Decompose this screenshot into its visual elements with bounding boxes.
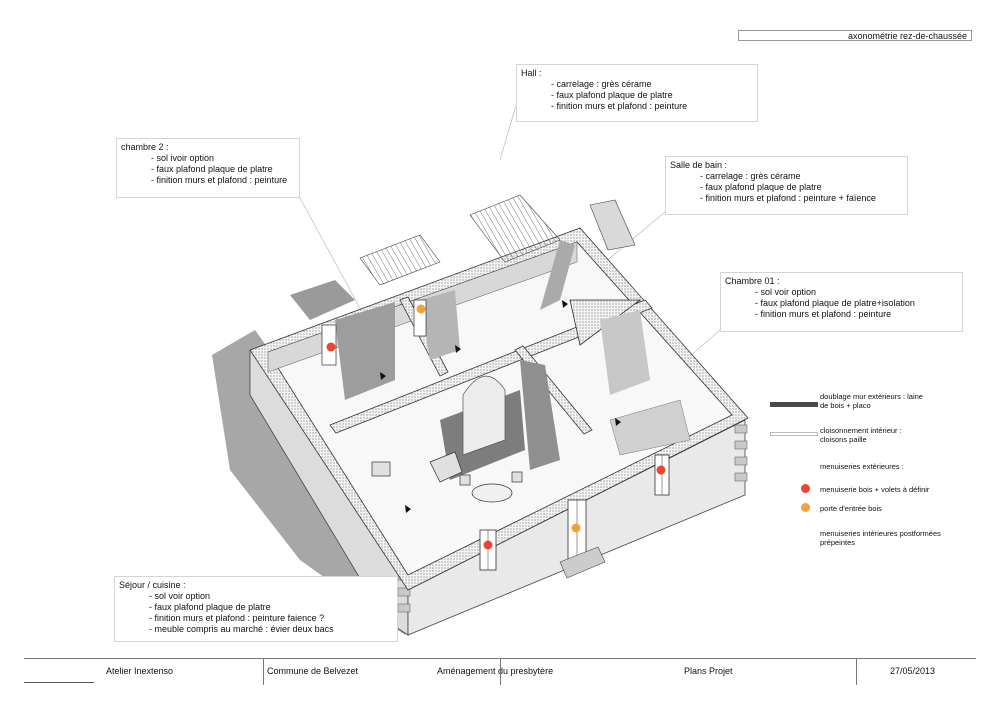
footer-divider — [263, 659, 264, 685]
legend-menuiserie-bois-label: menuiserie bois + volets à définir — [820, 485, 930, 494]
legend-cloison-swatch — [770, 432, 818, 436]
note-title: Hall : — [521, 68, 542, 78]
note-chambre2: chambre 2 : - sol ivoir option - faux pl… — [116, 138, 300, 198]
back-roof — [469, 194, 561, 263]
note-item: - faux plafond plaque de platre — [149, 602, 271, 612]
note-item: - finition murs et plafond : peinture + … — [700, 193, 876, 203]
marker-door-hall — [416, 304, 426, 314]
legend-menuiseries-int-label: menuiseries intèrieures postformées prép… — [820, 529, 941, 547]
note-item: - sol voir option — [149, 591, 211, 601]
drawing-title: axonométrie rez-de-chaussée — [738, 30, 972, 41]
note-title: Salle de bain : — [670, 160, 728, 170]
note-title: Séjour / cuisine : — [119, 580, 186, 590]
footer-atelier: Atelier Inextenso — [106, 666, 174, 676]
note-item: - finition murs et plafond : peinture — [755, 309, 892, 319]
note-item: - finition murs et plafond : peinture — [551, 101, 688, 111]
note-hall: Hall : - carrelage : grès cérame - faux … — [516, 64, 758, 122]
note-item: - finition murs et plafond : peinture — [151, 175, 288, 185]
title-block-footer: Atelier Inextenso Commune de Belvezet Am… — [24, 658, 976, 685]
note-item: - carrelage : grès cérame — [700, 171, 801, 181]
marker-window-chambre1 — [656, 465, 666, 475]
legend-doublage-label: doublage mur extèrieurs : laine de bois … — [820, 392, 923, 410]
footer-projet: Aménagement du presbytère — [437, 666, 554, 676]
note-item: - meuble compris au marché : évier deux … — [149, 624, 334, 634]
note-title: chambre 2 : — [121, 142, 169, 152]
note-item: - faux plafond plaque de platre+isolatio… — [755, 298, 915, 308]
footer-divider — [500, 659, 501, 685]
legend-menuiseries-ext-label: menuiseries extèrieures : — [820, 462, 904, 471]
note-sejour-cuisine: Séjour / cuisine : - sol voir option - f… — [114, 576, 398, 642]
marker-entrance-door — [571, 523, 581, 533]
footer-underline — [24, 682, 94, 683]
note-item: - faux plafond plaque de platre — [551, 90, 673, 100]
note-chambre1: Chambre 01 : - sol voir option - faux pl… — [720, 272, 963, 332]
footer-plans: Plans Projet — [684, 666, 733, 676]
note-item: - sol voir option — [755, 287, 817, 297]
note-item: - faux plafond plaque de platre — [151, 164, 273, 174]
note-item: - sol ivoir option — [151, 153, 215, 163]
footer-commune: Commune de Belvezet — [267, 666, 359, 676]
partition-horizontal — [329, 299, 653, 434]
note-item: - carrelage : grès cérame — [551, 79, 652, 89]
marker-window-sejour — [483, 540, 493, 550]
note-salle-de-bain: Salle de bain : - carrelage : grès céram… — [665, 156, 908, 215]
legend-red-dot-icon — [801, 484, 810, 493]
note-item: - finition murs et plafond : peinture fa… — [149, 613, 325, 623]
legend-orange-dot-icon — [801, 503, 810, 512]
note-title: Chambre 01 : — [725, 276, 780, 286]
legend-doublage-swatch — [770, 402, 818, 407]
footer-divider — [856, 659, 857, 685]
legend-cloison-label: cloisonnement intérieur : cloisons paill… — [820, 426, 902, 444]
note-item: - faux plafond plaque de platre — [700, 182, 822, 192]
marker-window-chambre2 — [326, 342, 336, 352]
legend-porte-entree-label: porte d'entrée bois — [820, 504, 882, 513]
footer-date: 27/05/2013 — [890, 666, 936, 676]
